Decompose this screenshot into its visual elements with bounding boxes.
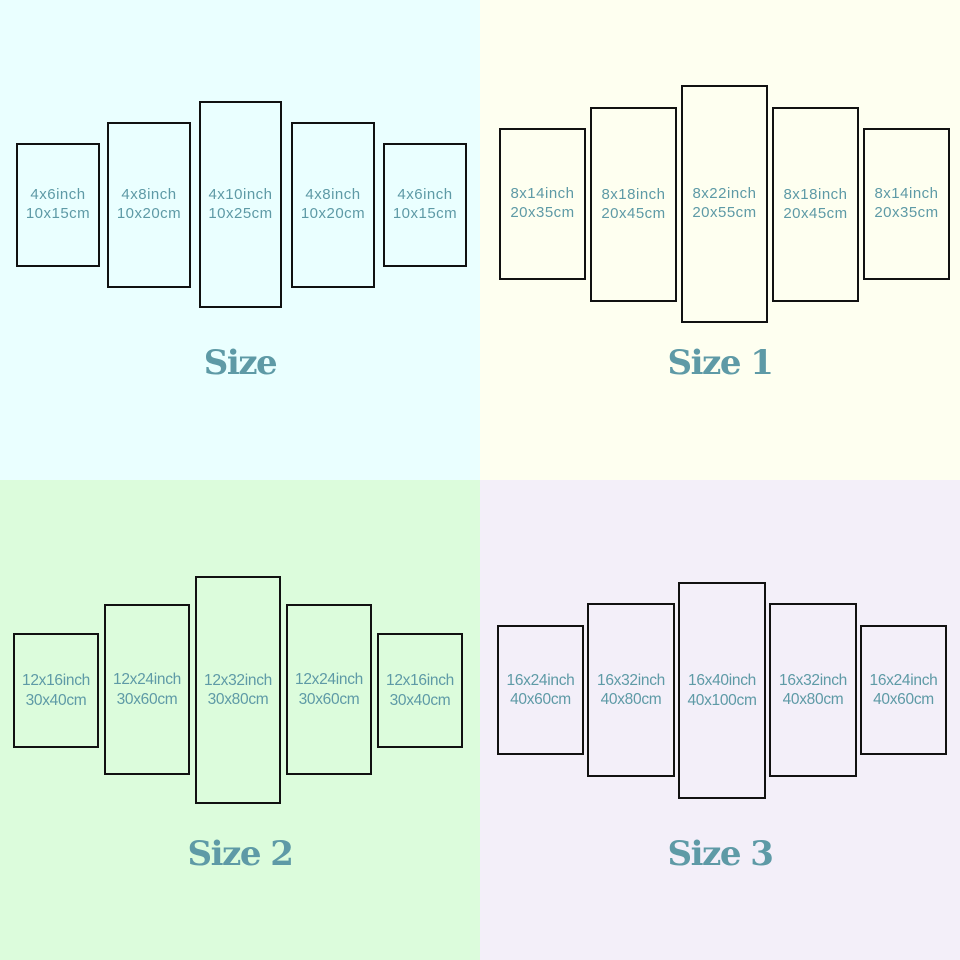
panel-cm-label: 30x60cm [116,690,178,708]
canvas-panel: 8x22inch 20x55cm [681,85,768,323]
canvas-panel: 16x32inch 40x80cm [587,603,675,777]
size-group-size-3: 16x24inch 40x60cm 16x32inch 40x80cm 16x4… [480,480,960,960]
panel-cm-label: 20x45cm [601,204,666,222]
panel-inch-label: 8x14inch [874,185,939,203]
panel-cm-label: 30x40cm [389,691,451,709]
canvas-panel: 8x18inch 20x45cm [772,107,859,302]
panel-cm-label: 30x80cm [207,691,269,708]
canvas-panel: 4x6inch 10x15cm [16,143,100,267]
panel-cm-label: 10x15cm [392,205,458,222]
panel-inch-label: 8x14inch [510,185,575,203]
panel-cm-label: 40x100cm [687,691,757,709]
canvas-panel: 12x16inch 30x40cm [13,633,99,748]
size-label: Size 3 [667,834,774,874]
canvas-panel: 12x32inch 30x80cm [195,576,281,804]
panel-inch-label: 16x32inch [779,671,847,689]
canvas-panel: 16x24inch 40x60cm [860,625,947,755]
size-label: Size [203,343,278,383]
panel-cm-label: 30x40cm [25,691,87,709]
canvas-panel: 16x24inch 40x60cm [497,625,584,755]
panel-cm-label: 20x35cm [874,204,939,221]
panel-cm-label: 20x45cm [783,204,848,222]
canvas-panel: 4x8inch 10x20cm [107,122,191,288]
canvas-panel: 8x14inch 20x35cm [863,128,950,280]
canvas-panel: 12x24inch 30x60cm [286,604,372,775]
panel-cm-label: 40x60cm [873,691,934,708]
panel-inch-label: 16x40inch [688,672,756,690]
panel-inch-label: 8x22inch [692,185,757,203]
size-group-size-1: 8x14inch 20x35cm 8x18inch 20x45cm 8x22in… [480,0,960,480]
size-label: Size 1 [667,343,774,383]
panel-inch-label: 16x32inch [597,671,665,689]
canvas-panel: 8x18inch 20x45cm [590,107,677,302]
size-label: Size 2 [187,834,294,874]
panel-inch-label: 16x24inch [869,671,938,689]
panel-cm-label: 10x20cm [300,205,366,222]
canvas-panel: 4x6inch 10x15cm [383,143,467,267]
size-group-size-2: 12x16inch 30x40cm 12x24inch 30x60cm 12x3… [0,480,480,960]
panel-cm-label: 10x20cm [116,205,182,222]
panel-inch-label: 12x16inch [22,672,90,690]
canvas-panel: 12x16inch 30x40cm [377,633,463,748]
panel-inch-label: 4x6inch [30,186,86,204]
panel-cm-label: 20x35cm [510,204,575,221]
panel-cm-label: 10x25cm [208,204,273,222]
canvas-panel: 12x24inch 30x60cm [104,604,190,775]
panel-cm-label: 30x60cm [298,690,360,708]
panel-inch-label: 8x18inch [783,185,848,203]
panel-inch-label: 12x32inch [204,671,272,689]
panel-inch-label: 4x8inch [305,186,361,204]
panel-inch-label: 12x16inch [386,672,454,690]
canvas-panel: 4x10inch 10x25cm [199,101,282,308]
size-group-size: 4x6inch 10x15cm 4x8inch 10x20cm 4x10inch… [0,0,480,480]
panel-cm-label: 40x60cm [510,691,571,708]
canvas-panel: 16x40inch 40x100cm [678,582,766,799]
panel-inch-label: 4x8inch [121,186,177,204]
panel-inch-label: 4x10inch [208,185,273,203]
canvas-panel: 16x32inch 40x80cm [769,603,857,777]
panel-inch-label: 12x24inch [295,671,363,689]
panel-inch-label: 4x6inch [397,186,453,204]
panel-cm-label: 40x80cm [782,691,844,708]
canvas-panel: 4x8inch 10x20cm [291,122,375,288]
canvas-panel: 8x14inch 20x35cm [499,128,586,280]
panel-inch-label: 8x18inch [601,185,666,203]
panel-cm-label: 40x80cm [600,691,662,708]
panel-cm-label: 10x15cm [25,205,91,222]
panel-inch-label: 16x24inch [506,671,575,689]
panel-cm-label: 20x55cm [692,204,757,221]
panel-inch-label: 12x24inch [113,671,181,689]
